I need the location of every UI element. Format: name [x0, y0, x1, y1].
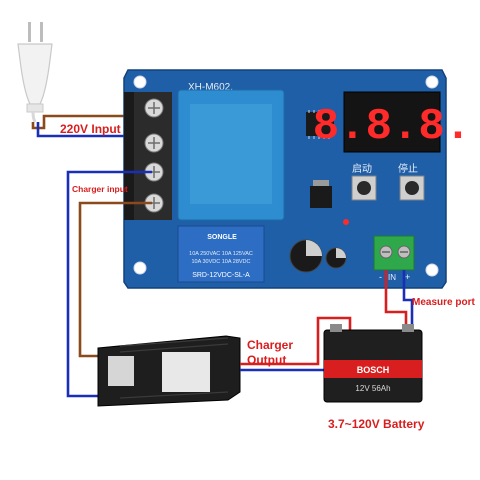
start-button[interactable] — [351, 175, 377, 201]
measure-wire-blue — [402, 270, 414, 330]
ac-input-label: 220V Input — [60, 122, 121, 136]
regulator-component — [310, 180, 332, 208]
battery-brand: BOSCH — [357, 365, 390, 375]
seven-segment-display: 8.8.8. — [313, 91, 471, 153]
capacitor-large — [289, 239, 323, 273]
display-digits: 8.8.8. — [313, 102, 471, 152]
battery-icon: BOSCH 12V 56Ah — [323, 324, 423, 403]
relay-component: SONGLE 10A 250VAC 10A 125VAC 10A 30VDC 1… — [177, 225, 265, 283]
charger-output-label-line2: Output — [247, 353, 287, 367]
relay-model: SRD-12VDC-SL-A — [192, 272, 250, 279]
transformer-block — [177, 89, 285, 221]
relay-rating-line2: 10A 30VDC 10A 28VDC — [191, 259, 250, 265]
measure-port-label: Measure port — [412, 297, 475, 308]
battery-label: 3.7~120V Battery — [328, 417, 425, 431]
ac-plug-icon — [17, 22, 53, 123]
terminal-in-label: IN — [388, 273, 396, 282]
capacitor-small — [325, 247, 347, 269]
ic-chip — [306, 110, 334, 139]
relay-rating-line1: 10A 250VAC 10A 125VAC — [189, 251, 253, 257]
measure-terminal-block — [373, 235, 415, 271]
stop-button-label: 停止 — [398, 162, 418, 175]
charger-adapter-icon — [97, 335, 241, 407]
led-indicator — [343, 219, 349, 225]
terminal-plus-label: + — [405, 272, 410, 282]
charger-output-wire-red — [240, 316, 352, 366]
measure-wire-red — [384, 270, 408, 330]
charger-wire-blue — [66, 170, 152, 398]
relay-brand: SONGLE — [207, 234, 237, 241]
stop-button[interactable] — [399, 175, 425, 201]
board-model-label: XH-M602. — [188, 82, 233, 93]
battery-spec: 12V 56Ah — [355, 384, 390, 393]
charger-input-label: Charger input — [72, 184, 128, 194]
terminal-minus-label: - — [379, 272, 382, 282]
start-button-label: 启动 — [352, 162, 372, 175]
charger-wire-brown — [78, 201, 152, 358]
charger-output-label-line1: Charger — [247, 338, 294, 352]
terminal-block-left — [124, 92, 172, 220]
